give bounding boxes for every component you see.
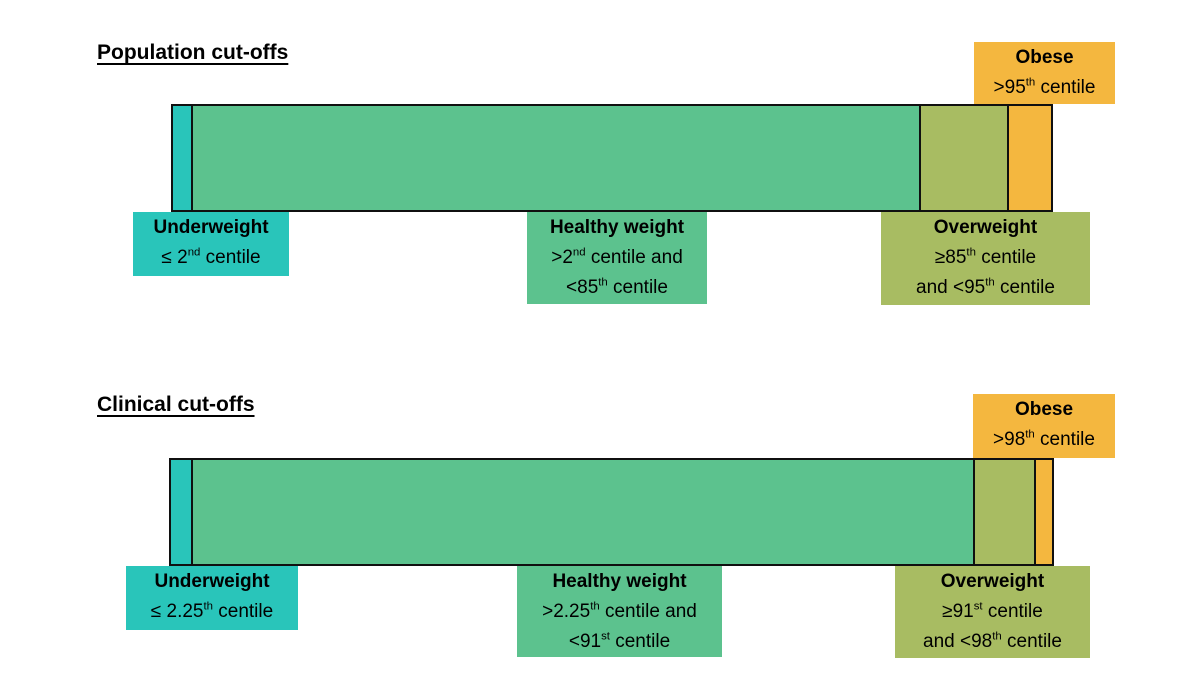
label-detail: <85th centile [566, 276, 668, 298]
label-detail: >2nd centile and [551, 246, 683, 268]
underweight-segment [173, 106, 191, 210]
population-centile-bar [171, 104, 1053, 212]
label-title: Healthy weight [552, 571, 687, 592]
label-detail: ≥85th centile [934, 246, 1037, 268]
label-detail: >95th centile [993, 76, 1096, 98]
clinical-underweight-label: Underweight ≤ 2.25th centile [126, 566, 298, 630]
overweight-segment [972, 460, 1035, 564]
label-title: Healthy weight [549, 217, 685, 238]
label-detail: >2.25th centile and [542, 600, 697, 622]
label-detail: and <98th centile [923, 630, 1062, 652]
population-overweight-label: Overweight ≥85th centile and <95th centi… [881, 212, 1090, 305]
clinical-chart-title: Clinical cut-offs [97, 393, 255, 416]
label-title: Underweight [154, 571, 270, 592]
population-obese-label: Obese >95th centile [974, 42, 1115, 104]
label-detail: >98th centile [993, 428, 1095, 450]
population-healthy-weight-label: Healthy weight >2nd centile and <85th ce… [527, 212, 707, 304]
underweight-segment [171, 460, 191, 564]
obese-segment [1034, 460, 1052, 564]
label-detail: ≥91st centile [942, 600, 1043, 622]
label-title: Overweight [933, 217, 1038, 238]
label-title: Obese [1015, 47, 1074, 68]
clinical-healthy-weight-label: Healthy weight >2.25th centile and <91st… [517, 566, 722, 657]
population-chart-title: Population cut-offs [97, 41, 289, 64]
clinical-centile-bar [169, 458, 1054, 566]
label-detail: ≤ 2.25th centile [150, 600, 274, 622]
obese-segment [1007, 106, 1051, 210]
label-detail: and <95th centile [916, 276, 1055, 298]
population-underweight-label: Underweight ≤ 2nd centile [133, 212, 289, 276]
label-detail: ≤ 2nd centile [161, 246, 261, 268]
label-title: Underweight [153, 217, 269, 238]
overweight-segment [919, 106, 1008, 210]
clinical-obese-label: Obese >98th centile [973, 394, 1115, 458]
clinical-overweight-label: Overweight ≥91st centile and <98th centi… [895, 566, 1090, 658]
label-title: Overweight [940, 571, 1045, 592]
label-title: Obese [1014, 399, 1074, 420]
label-detail: <91st centile [568, 630, 671, 652]
healthy-segment [190, 460, 973, 564]
healthy-segment [190, 106, 920, 210]
